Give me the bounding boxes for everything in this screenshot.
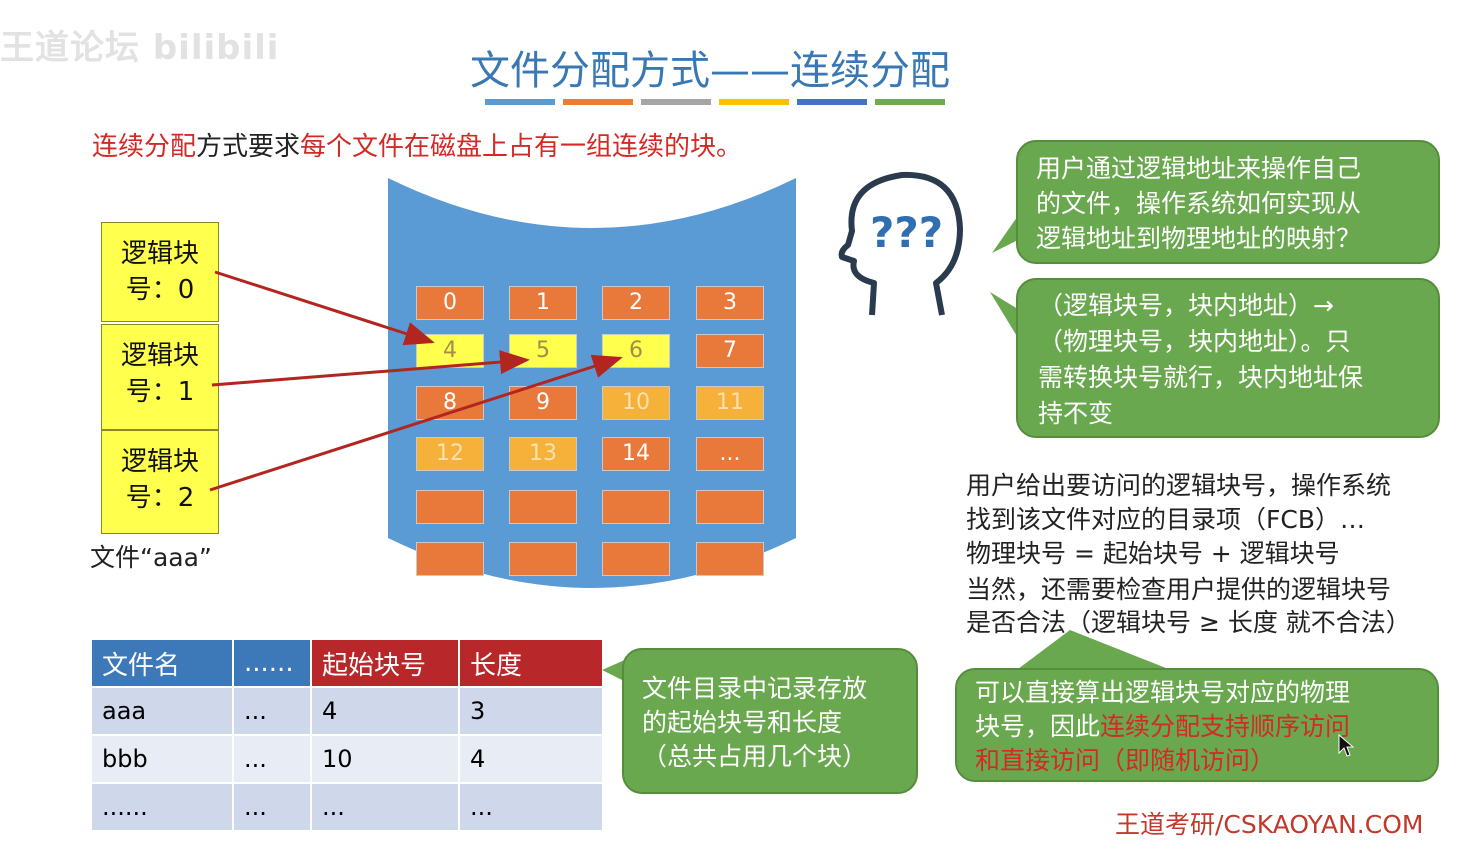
table-cell: ...	[232, 782, 312, 832]
disk-block: 8	[416, 386, 484, 420]
title-bar-5	[797, 99, 867, 105]
intro-highlight-1: 连续分配	[92, 132, 197, 162]
table-cell: ...	[310, 782, 460, 832]
disk-block: 7	[696, 334, 764, 368]
table-row: ...... ... ... ...	[90, 782, 604, 832]
disk-block	[602, 490, 670, 524]
explanation-line4: 当然，还需要检查用户提供的逻辑块号	[966, 575, 1392, 604]
title-bar-6	[875, 99, 945, 105]
bubble-access-line2: 块号，因此连续分配支持顺序访问	[975, 710, 1437, 744]
disk-block: 5	[509, 334, 577, 368]
bubble-mapping-line3: 需转换块号就行，块内地址保	[1038, 363, 1364, 392]
head-question-icon: ???	[838, 171, 963, 316]
logical-block-0-line1: 逻辑块	[120, 239, 199, 269]
bubble-access-line1: 可以直接算出逻辑块号对应的物理	[975, 678, 1351, 707]
header-file-name: 文件名	[90, 638, 234, 688]
directory-table: 文件名 ...... 起始块号 长度 aaa ... 4 3 bbb ... 1…	[90, 638, 604, 832]
bubble-mapping-line1: （逻辑块号，块内地址）→	[1038, 291, 1334, 320]
disk-block	[696, 542, 764, 576]
bubble-directory-line2: 的起始块号和长度	[642, 708, 843, 737]
table-cell: aaa	[90, 686, 234, 736]
header-length: 长度	[458, 638, 604, 688]
table-cell: ......	[90, 782, 234, 832]
disk-block	[509, 542, 577, 576]
disk-block: 4	[416, 334, 484, 368]
disk-block: 3	[696, 286, 764, 320]
table-cell: ...	[458, 782, 604, 832]
bubble-question-line3: 逻辑地址到物理地址的映射？	[1036, 224, 1362, 253]
logical-block-1-line1: 逻辑块	[120, 341, 199, 371]
intro-text: 方式要求	[196, 132, 301, 162]
bubble-mapping-line4: 持不变	[1038, 399, 1114, 428]
explanation-line1: 用户给出要访问的逻辑块号，操作系统	[966, 471, 1392, 500]
bubble-directory-line3: （总共占用几个块）	[642, 742, 868, 771]
table-cell: 3	[458, 686, 604, 736]
bubble-access-line2-start: 块号，因此	[975, 712, 1101, 741]
bubble-access: 可以直接算出逻辑块号对应的物理 块号，因此连续分配支持顺序访问 和直接访问（即随…	[955, 668, 1439, 782]
bubble-question: 用户通过逻辑地址来操作自己 的文件，操作系统如何实现从 逻辑地址到物理地址的映射…	[1016, 140, 1440, 264]
logical-block-1: 逻辑块号：1	[101, 324, 219, 430]
logical-block-2-line2: 号：2	[125, 483, 195, 513]
bubble-question-line1: 用户通过逻辑地址来操作自己	[1036, 154, 1362, 183]
title-bar-4	[719, 99, 789, 105]
bubble-mapping: （逻辑块号，块内地址）→ （物理块号，块内地址）。只 需转换块号就行，块内地址保…	[1016, 278, 1440, 438]
disk-block: 6	[602, 334, 670, 368]
bubble-access-line3: 和直接访问（即随机访问）	[975, 746, 1276, 775]
table-row: bbb ... 10 4	[90, 734, 604, 784]
disk-block: 13	[509, 437, 577, 471]
bubble-question-line2: 的文件，操作系统如何实现从	[1036, 189, 1362, 218]
header-start-block: 起始块号	[310, 638, 460, 688]
bubble-access-highlight: 连续分配支持顺序访问	[1100, 712, 1351, 741]
explanation-line5: 是否合法（逻辑块号 ≥ 长度 就不合法）	[966, 608, 1411, 637]
watermark: 王道论坛 bilibili	[0, 28, 280, 68]
disk-block	[416, 542, 484, 576]
disk-block: ...	[696, 437, 764, 471]
table-cell: 4	[458, 734, 604, 784]
disk-block: 12	[416, 437, 484, 471]
bubble-directory: 文件目录中记录存放 的起始块号和长度 （总共占用几个块）	[622, 648, 918, 794]
table-row: aaa ... 4 3	[90, 686, 604, 736]
disk-block: 11	[696, 386, 764, 420]
table-cell: ...	[232, 686, 312, 736]
title-bar-1	[485, 99, 555, 105]
disk-block	[696, 490, 764, 524]
explanation-formula: 物理块号 = 起始块号 + 逻辑块号	[966, 539, 1340, 568]
logical-block-2-line1: 逻辑块	[120, 447, 199, 477]
disk-block: 2	[602, 286, 670, 320]
disk-block: 14	[602, 437, 670, 471]
logical-block-1-line2: 号：1	[125, 377, 195, 407]
file-label: 文件“aaa”	[90, 543, 212, 572]
disk-block	[509, 490, 577, 524]
header-ellipsis: ......	[232, 638, 312, 688]
slide-title: 文件分配方式——连续分配	[470, 48, 950, 94]
logical-block-0-line2: 号：0	[125, 275, 195, 305]
disk-block	[602, 542, 670, 576]
bubble-directory-line1: 文件目录中记录存放	[642, 674, 868, 703]
table-cell: ...	[232, 734, 312, 784]
title-bar-2	[563, 99, 633, 105]
logical-block-2: 逻辑块号：2	[101, 430, 219, 534]
disk-block: 9	[509, 386, 577, 420]
intro-sentence: 连续分配方式要求每个文件在磁盘上占有一组连续的块。	[92, 126, 742, 163]
footer-brand: 王道考研/CSKAOYAN.COM	[1115, 810, 1424, 839]
table-cell: 4	[310, 686, 460, 736]
table-cell: bbb	[90, 734, 234, 784]
logical-block-0: 逻辑块号：0	[101, 222, 219, 322]
disk-block	[416, 490, 484, 524]
bubble-access-tail	[1014, 630, 1176, 672]
disk-block: 0	[416, 286, 484, 320]
intro-highlight-2: 每个文件在磁盘上占有一组连续的块。	[300, 132, 743, 162]
disk-block: 10	[602, 386, 670, 420]
explanation-line2: 找到该文件对应的目录项（FCB）…	[966, 505, 1365, 534]
table-cell: 10	[310, 734, 460, 784]
bubble-mapping-line2: （物理块号，块内地址）。只	[1038, 327, 1351, 356]
title-bar-3	[641, 99, 711, 105]
question-marks: ???	[870, 208, 943, 257]
disk-block: 1	[509, 286, 577, 320]
directory-header-row: 文件名 ...... 起始块号 长度	[90, 638, 604, 688]
mouse-cursor-icon	[1338, 734, 1354, 757]
